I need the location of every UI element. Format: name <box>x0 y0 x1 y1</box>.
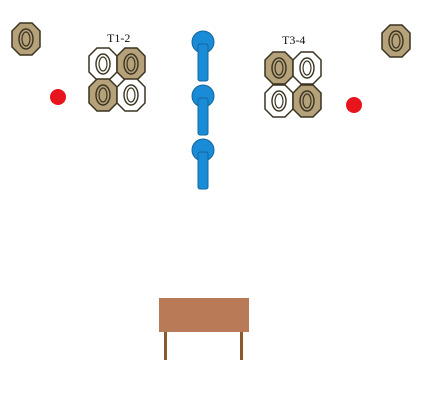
table-top[interactable] <box>159 298 249 332</box>
red-dot-left[interactable] <box>50 89 66 105</box>
token-t1-2-a[interactable] <box>88 47 118 81</box>
token-t1-2-b[interactable] <box>116 47 146 81</box>
token-t3-4-d[interactable] <box>292 84 322 118</box>
blue-peg-1[interactable] <box>190 30 216 82</box>
group-label-t3-4: T3-4 <box>282 33 306 47</box>
token-t3-4-b[interactable] <box>292 51 322 85</box>
red-dot-right[interactable] <box>346 97 362 113</box>
token-top-right[interactable] <box>381 24 411 58</box>
token-t3-4-c[interactable] <box>264 84 294 118</box>
blue-peg-3[interactable] <box>190 138 216 190</box>
table-leg-right <box>240 332 243 360</box>
token-top-left[interactable] <box>11 22 41 56</box>
group-label-t1-2: T1-2 <box>107 31 131 45</box>
token-t1-2-c[interactable] <box>88 78 118 112</box>
token-t3-4-a[interactable] <box>264 51 294 85</box>
blue-peg-2[interactable] <box>190 84 216 136</box>
token-t1-2-d[interactable] <box>116 78 146 112</box>
table-leg-left <box>164 332 167 360</box>
